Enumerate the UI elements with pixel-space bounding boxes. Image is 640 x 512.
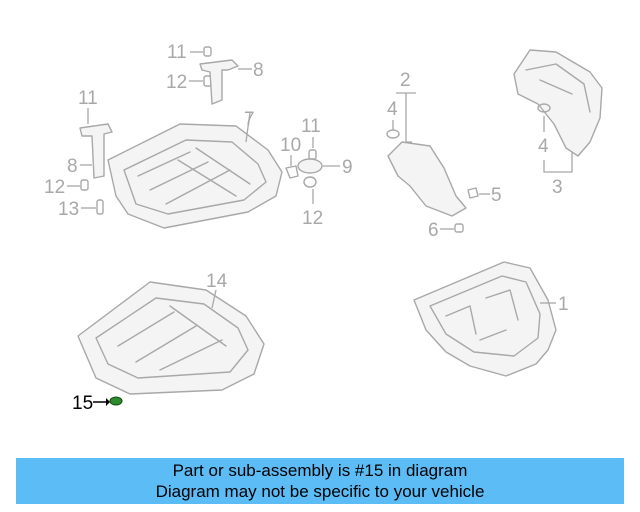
washer-4-a xyxy=(386,129,400,139)
callout-11-c[interactable]: 11 xyxy=(301,116,321,137)
clip-10 xyxy=(285,165,299,179)
callout-11-b[interactable]: 11 xyxy=(78,88,98,109)
cover-1-inner xyxy=(429,275,541,357)
leader-3 xyxy=(543,152,573,173)
heat-shield-3 xyxy=(513,49,603,157)
engine-cover-1: 1 xyxy=(413,261,569,377)
info-banner: Part or sub-assembly is #15 in diagram D… xyxy=(16,458,624,504)
callout-14[interactable]: 14 xyxy=(206,271,228,292)
banner-line-2: Diagram may not be specific to your vehi… xyxy=(155,482,485,501)
bracket-8-b xyxy=(79,123,113,179)
nut-12-c xyxy=(303,176,317,188)
callout-12-c[interactable]: 12 xyxy=(302,208,323,229)
bolt-11-a xyxy=(203,46,212,57)
shield-14-inner xyxy=(95,297,249,379)
shield-14-body xyxy=(77,281,265,395)
bracket-2-group: 2 4 5 6 xyxy=(386,70,502,241)
washer-4-b xyxy=(537,103,551,113)
shield-7-ribs xyxy=(137,147,251,205)
leader-2 xyxy=(396,92,416,143)
leader-7 xyxy=(245,111,251,143)
bracket-2 xyxy=(387,141,467,217)
arrow-15 xyxy=(106,398,110,406)
callout-4-b[interactable]: 4 xyxy=(538,136,549,157)
bracket-8-a xyxy=(199,59,239,105)
cover-1-pockets xyxy=(445,289,519,341)
callout-8-b[interactable]: 8 xyxy=(67,156,78,177)
heat-shield-3-detail xyxy=(525,63,591,113)
shield-3-group: 4 3 xyxy=(513,49,603,198)
splash-shield-14: 14 xyxy=(77,271,265,395)
callout-12-a[interactable]: 12 xyxy=(166,72,187,93)
mount-group: 10 11 9 12 xyxy=(280,116,353,229)
bolt-11-c xyxy=(308,149,317,160)
mount-9 xyxy=(297,158,323,174)
bolt-13 xyxy=(96,199,104,215)
leader-14 xyxy=(211,289,217,309)
left-bracket-group: 11 8 12 13 xyxy=(44,88,113,220)
callout-15[interactable]: 15 xyxy=(72,393,93,414)
callout-11-a[interactable]: 11 xyxy=(167,42,187,63)
callout-3[interactable]: 3 xyxy=(552,177,563,198)
clip-5 xyxy=(467,187,479,199)
upper-bracket-group: 11 12 8 xyxy=(166,42,264,105)
engine-shield-7: 7 xyxy=(107,109,283,229)
callout-7[interactable]: 7 xyxy=(244,109,255,130)
callout-6[interactable]: 6 xyxy=(428,220,439,241)
callout-1[interactable]: 1 xyxy=(558,294,569,315)
shield-14-ribs xyxy=(117,305,227,371)
callout-4-a[interactable]: 4 xyxy=(387,99,398,120)
callout-13[interactable]: 13 xyxy=(58,199,79,220)
banner-line-1: Part or sub-assembly is #15 in diagram xyxy=(172,461,468,480)
shield-7-inner xyxy=(123,139,267,215)
cover-1-body xyxy=(413,261,557,377)
callout-5[interactable]: 5 xyxy=(491,185,502,206)
part-15-group: 15 xyxy=(72,393,123,414)
callout-10[interactable]: 10 xyxy=(280,135,301,156)
callout-8-a[interactable]: 8 xyxy=(253,60,264,81)
bolt-6 xyxy=(454,223,464,233)
clip-15[interactable] xyxy=(109,396,123,406)
bolt-12-b xyxy=(80,179,89,191)
shield-7-body xyxy=(107,123,283,229)
callout-9[interactable]: 9 xyxy=(342,157,353,178)
callout-2[interactable]: 2 xyxy=(400,70,411,91)
parts-diagram: 11 12 8 11 8 12 13 7 10 11 xyxy=(44,42,603,414)
callout-12-b[interactable]: 12 xyxy=(44,177,65,198)
